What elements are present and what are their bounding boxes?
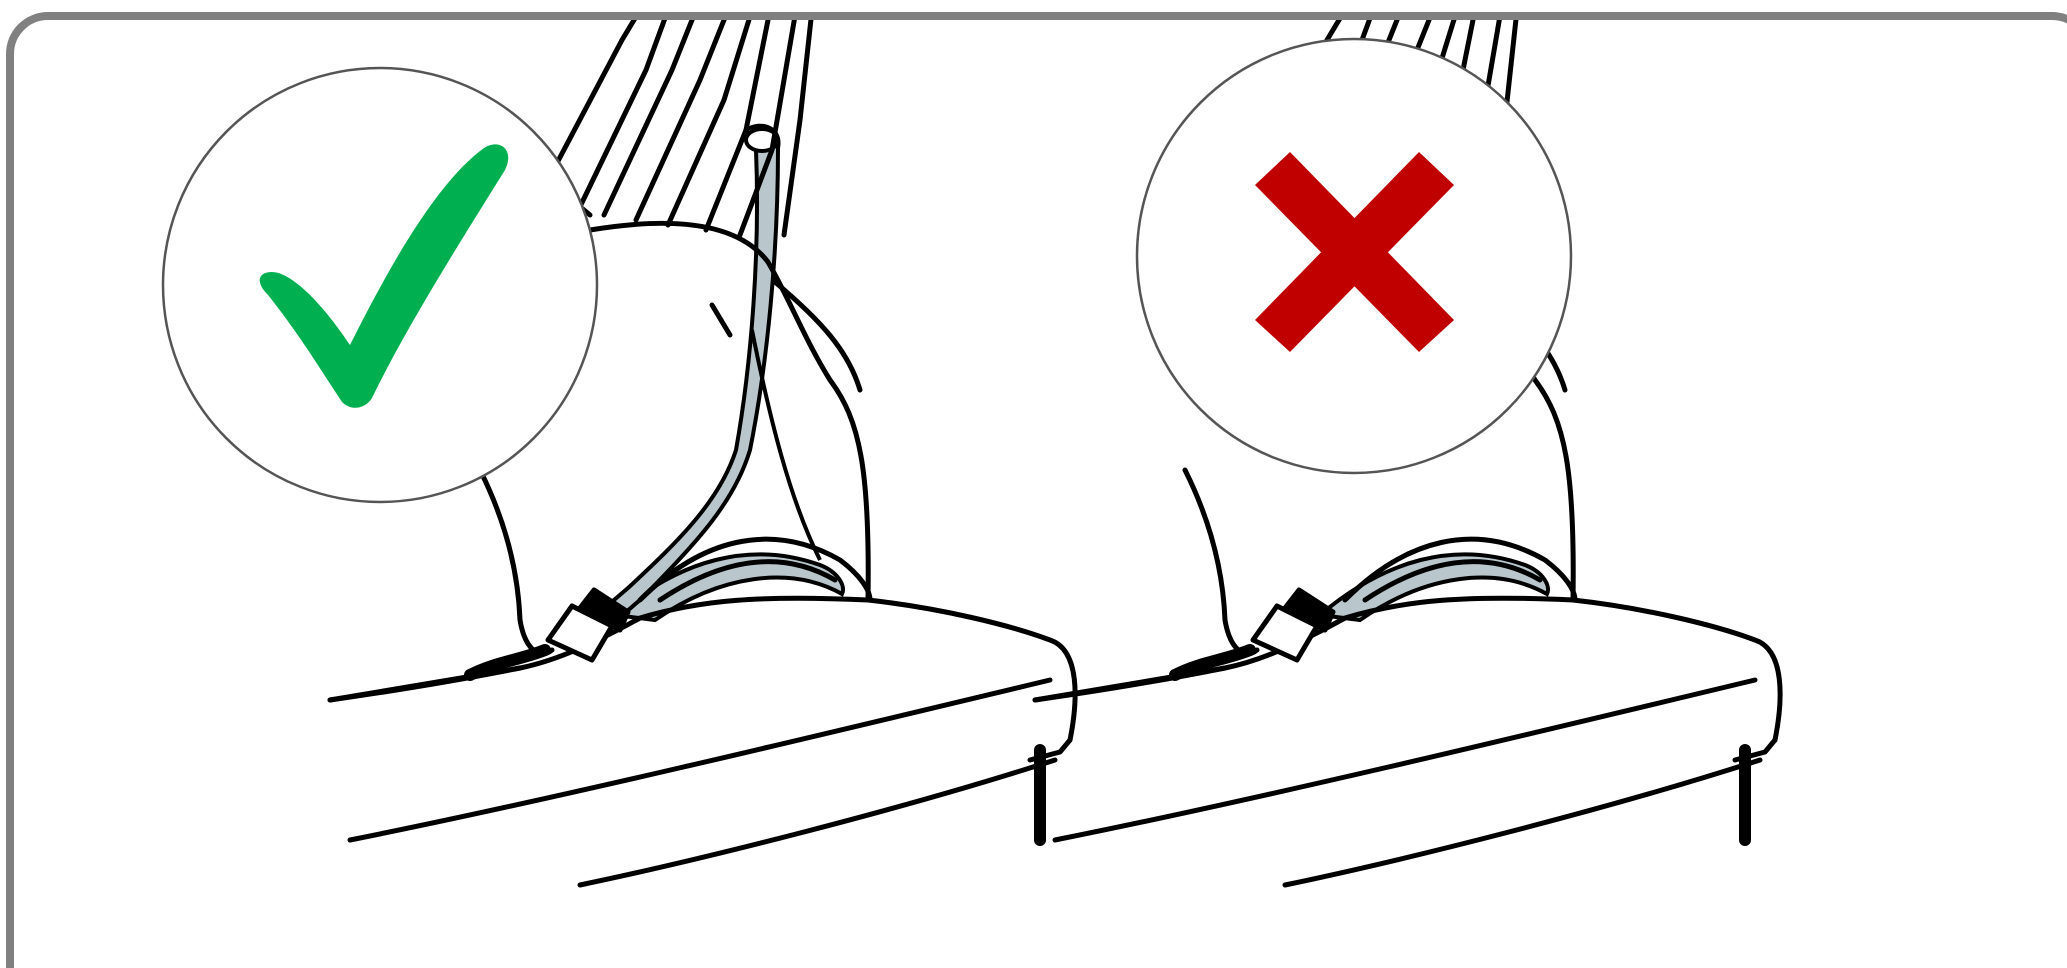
incorrect-badge	[1137, 39, 1571, 473]
correct-badge	[163, 68, 597, 502]
